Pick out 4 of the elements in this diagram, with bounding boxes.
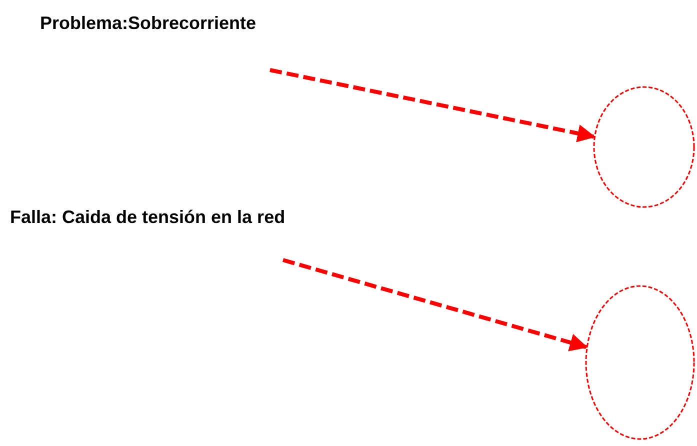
- heading-text: Falla: Caida de tensión en la red: [10, 206, 286, 228]
- dashed-arrow: [270, 68, 596, 142]
- dashed-arrow: [282, 258, 588, 352]
- heading-text: Problema:Sobrecorriente: [40, 12, 258, 34]
